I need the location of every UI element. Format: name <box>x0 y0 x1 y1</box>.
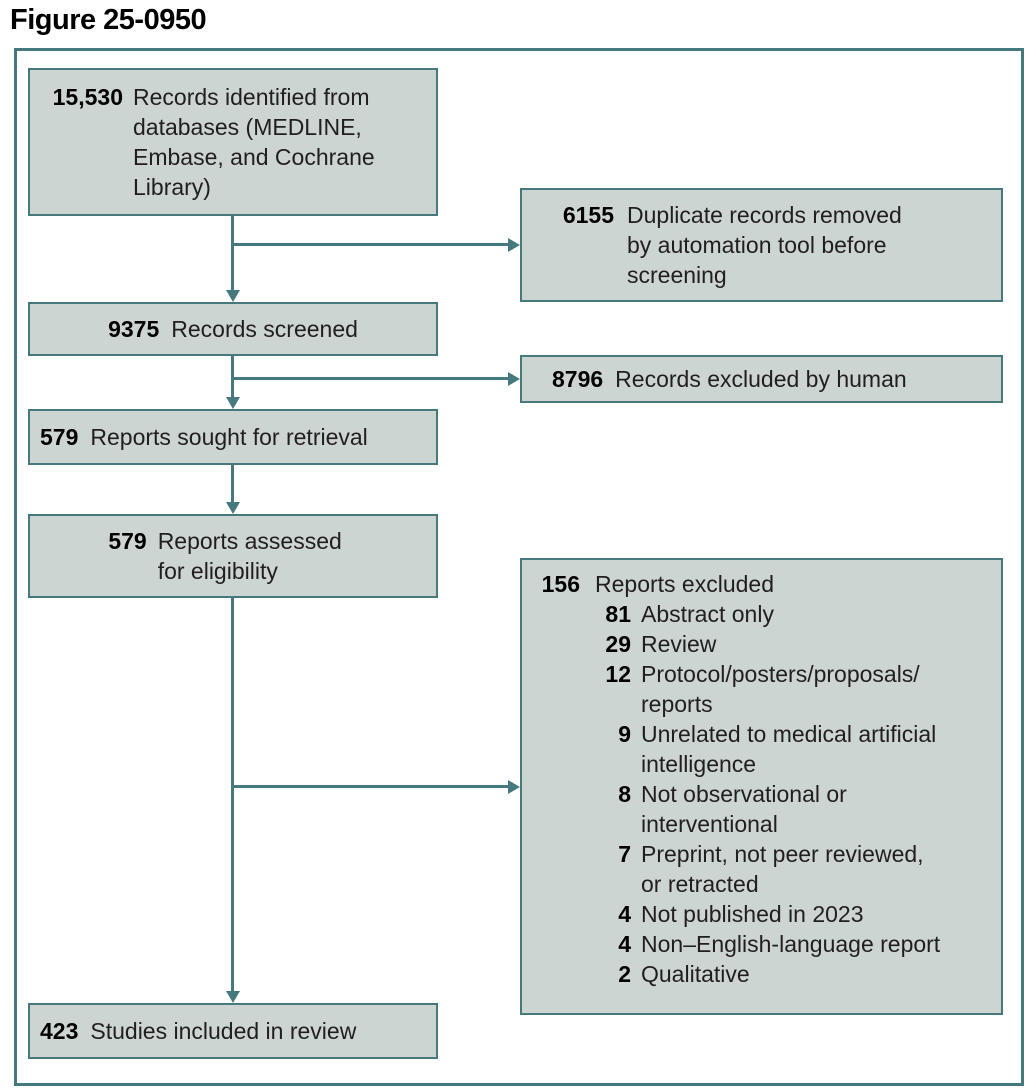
records-identified-count: 15,530 <box>52 84 123 110</box>
reason-count: 2 <box>618 961 631 987</box>
exclusion-reason-item: 12 Protocol/posters/proposals/reports <box>538 659 986 719</box>
box-records-excluded-human: 8796 Records excluded by human <box>520 355 1003 403</box>
arrowhead-to-reports-excluded <box>508 780 520 794</box>
arrowhead-to-included <box>226 991 240 1003</box>
reports-sought-count: 579 <box>40 424 79 450</box>
reason-label: Non–English-language report <box>641 931 941 957</box>
reason-count: 7 <box>618 841 631 867</box>
arrowhead-to-excluded-human <box>508 372 520 386</box>
exclusion-reason-item: 2 Qualitative <box>538 959 986 989</box>
reason-label: Protocol/posters/proposals/reports <box>641 661 920 717</box>
flow-line-assessed-to-included <box>231 598 234 992</box>
records-screened-count: 9375 <box>108 316 160 342</box>
flow-line-identified-to-screened <box>231 216 234 293</box>
reports-assessed-count: 579 <box>108 528 147 554</box>
box-reports-excluded: 156 Reports excluded 81 Abstract only 29… <box>520 558 1003 1015</box>
reason-count: 8 <box>618 781 631 807</box>
flow-line-to-reports-excluded <box>231 785 509 788</box>
reason-count: 4 <box>618 931 631 957</box>
reason-count: 12 <box>605 661 631 687</box>
reason-label: Not published in 2023 <box>641 901 864 927</box>
studies-included-count: 423 <box>40 1018 79 1044</box>
flow-line-sought-to-assessed <box>231 465 234 503</box>
exclusion-reason-item: 7 Preprint, not peer reviewed,or retract… <box>538 839 986 899</box>
flow-line-to-excluded-human <box>231 377 509 380</box>
exclusion-reason-item: 4 Not published in 2023 <box>538 899 986 929</box>
records-excluded-human-label: Records excluded by human <box>615 366 907 392</box>
box-records-screened: 9375 Records screened <box>28 302 438 356</box>
records-screened-label: Records screened <box>171 316 358 342</box>
arrowhead-to-sought <box>226 397 240 409</box>
reports-excluded-count: 156 <box>541 571 580 597</box>
arrowhead-to-duplicates <box>508 238 520 252</box>
box-reports-sought: 579 Reports sought for retrieval <box>28 409 438 465</box>
exclusion-reason-item: 29 Review <box>538 629 986 659</box>
exclusion-reason-item: 81 Abstract only <box>538 599 986 629</box>
flow-line-to-duplicates <box>231 243 509 246</box>
figure-title: Figure 25-0950 <box>10 4 207 36</box>
reports-excluded-heading: 156 Reports excluded <box>538 569 986 599</box>
reason-label: Qualitative <box>641 961 750 987</box>
reason-count: 4 <box>618 901 631 927</box>
reason-count: 29 <box>605 631 631 657</box>
records-excluded-human-count: 8796 <box>552 366 604 392</box>
reason-label: Preprint, not peer reviewed,or retracted <box>641 841 924 897</box>
reason-label: Review <box>641 631 717 657</box>
duplicates-removed-count: 6155 <box>562 202 614 228</box>
arrowhead-to-screened <box>226 290 240 302</box>
reason-count: 81 <box>605 601 631 627</box>
arrowhead-to-assessed <box>226 502 240 514</box>
reports-excluded-label: Reports excluded <box>595 571 774 597</box>
reason-label: Abstract only <box>641 601 774 627</box>
reports-sought-label: Reports sought for retrieval <box>90 424 368 450</box>
exclusion-reason-item: 4 Non–English-language report <box>538 929 986 959</box>
reason-count: 9 <box>618 721 631 747</box>
box-studies-included: 423 Studies included in review <box>28 1003 438 1059</box>
studies-included-label: Studies included in review <box>90 1018 357 1044</box>
